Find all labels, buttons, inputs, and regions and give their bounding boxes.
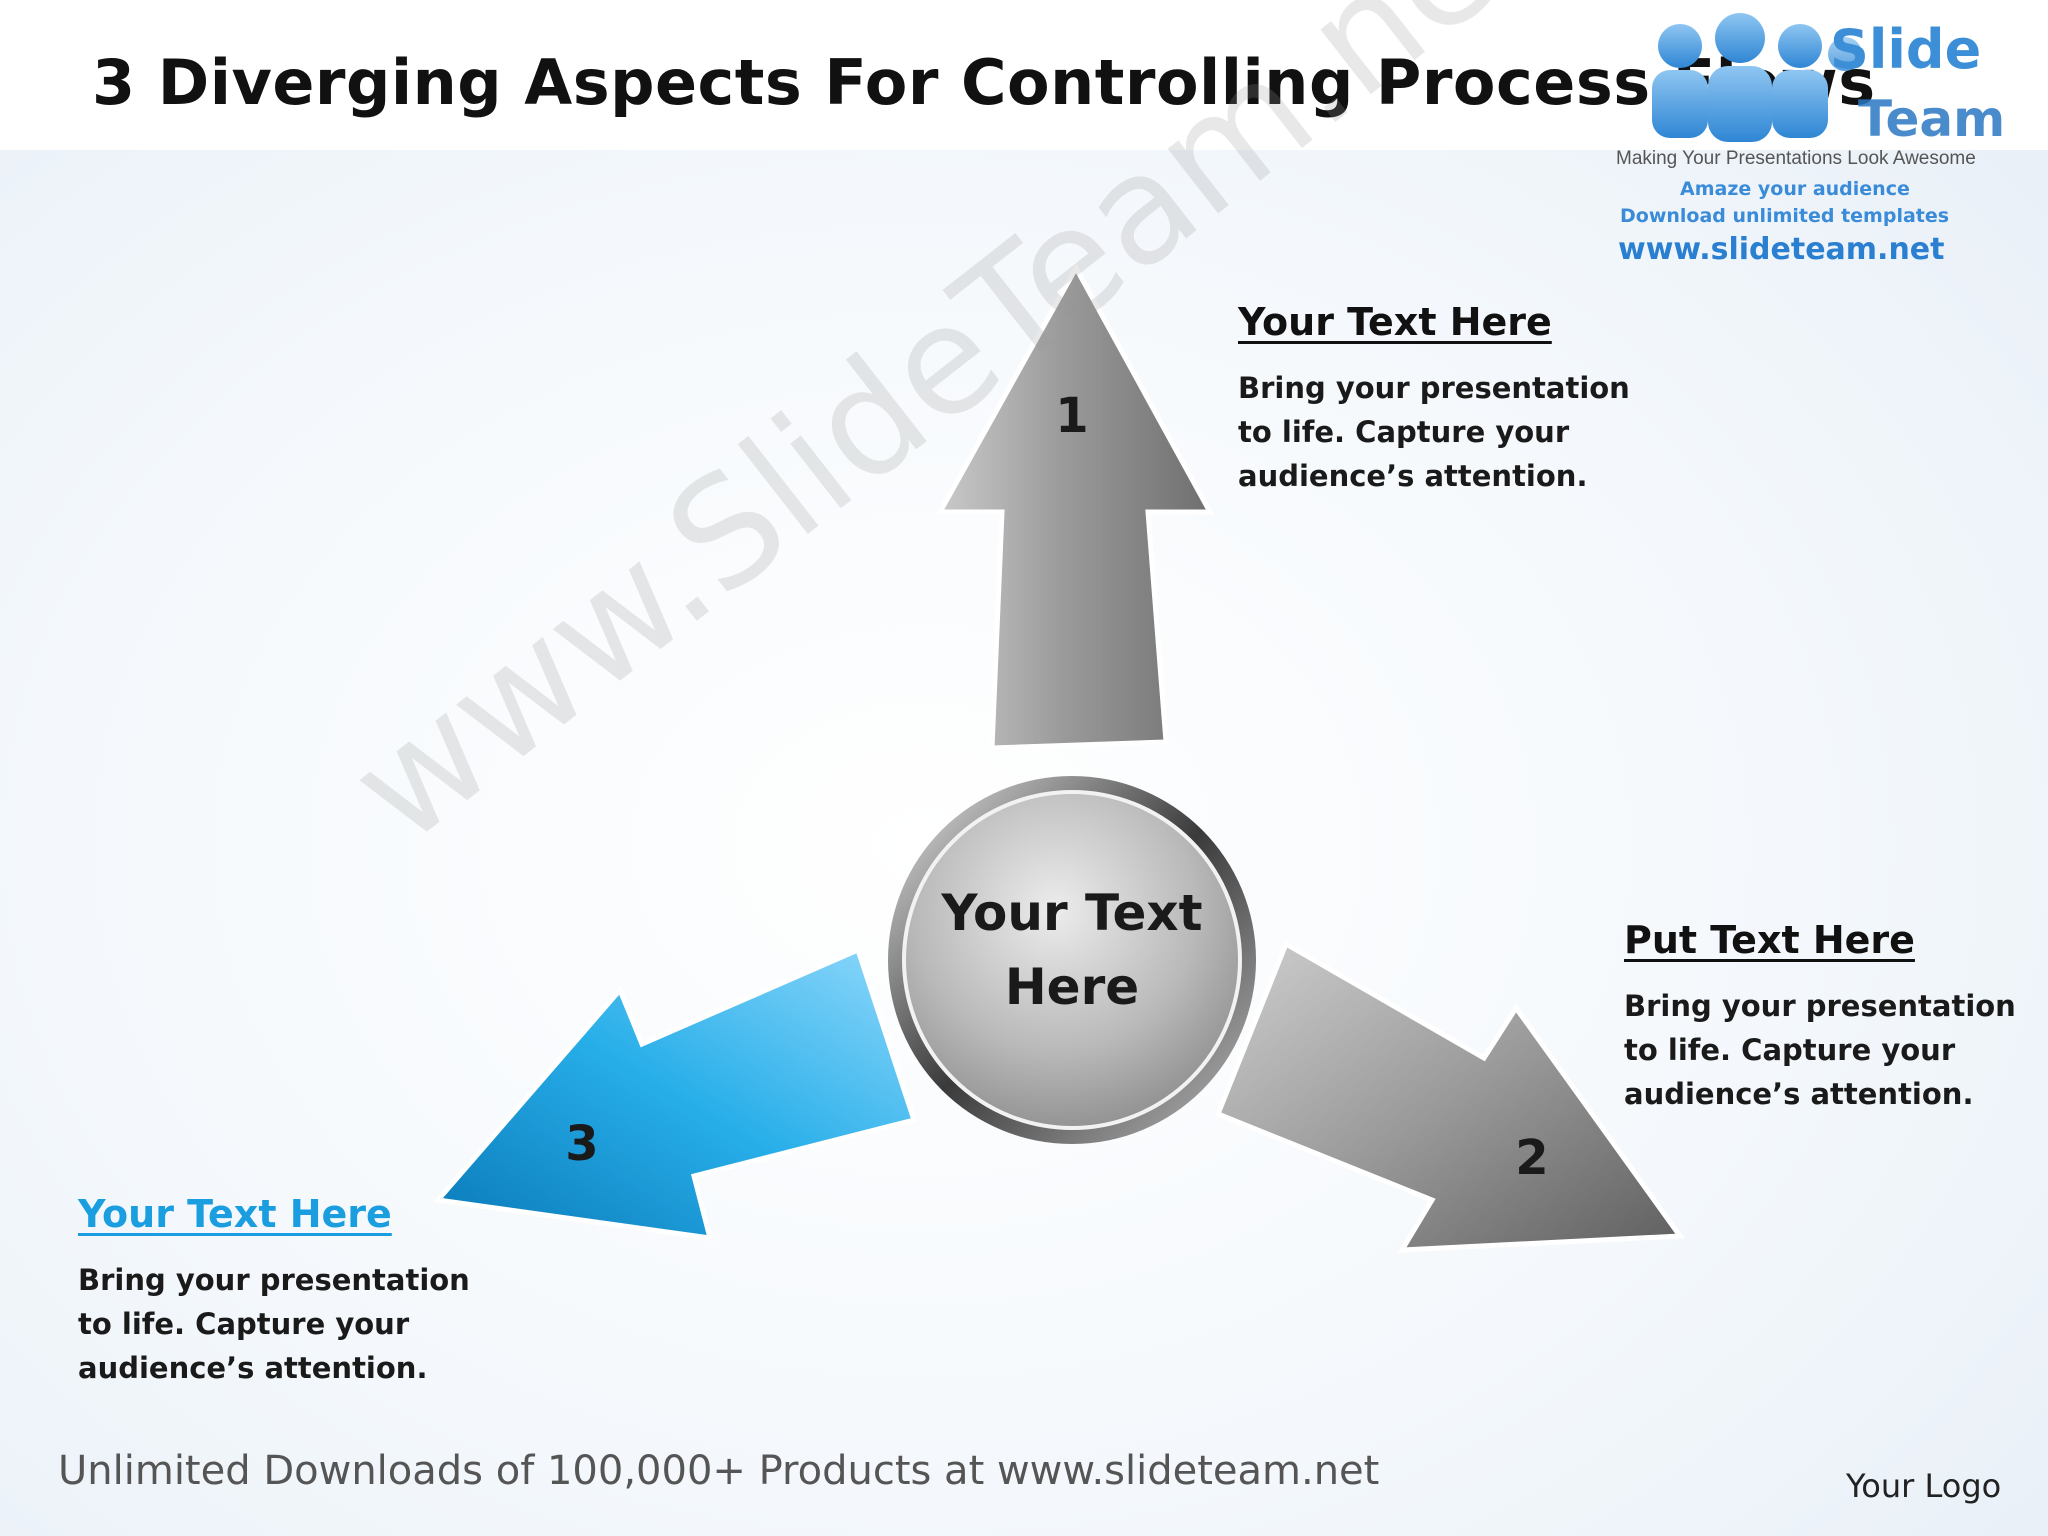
footer-text: Unlimited Downloads of 100,000+ Products… [58,1448,1380,1494]
center-text-line-1: Your Text [940,884,1202,942]
logo-tagline: Making Your Presentations Look Awesome [1616,148,1976,169]
text-block-3-body: Bring your presentation to life. Capture… [78,1263,470,1385]
center-circle [902,790,1242,1130]
arrow-3-number: 3 [565,1116,598,1172]
your-logo-placeholder: Your Logo [1846,1467,2002,1505]
arrow-2-number: 2 [1515,1130,1548,1186]
page-title: 3 Diverging Aspects For Controlling Proc… [92,46,1876,119]
text-block-1: Your Text Here Bring your presentation t… [1238,300,1658,498]
text-block-1-body: Bring your presentation to life. Capture… [1238,371,1630,493]
slideteam-logo: Slide Team Making Your Presentations Loo… [1600,8,2020,268]
logo-promo-download: Download unlimited templates [1620,205,1950,227]
arrow-2-down-right [1214,940,1685,1253]
text-block-3: Your Text Here Bring your presentation t… [78,1192,498,1390]
arrow-1-up [935,262,1215,751]
logo-promo-amaze: Amaze your audience [1680,178,1910,200]
text-block-2: Put Text Here Bring your presentation to… [1624,918,2044,1116]
logo-brand-slide: Slide [1830,18,1982,81]
logo-brand-team: Team [1858,90,2006,148]
text-block-2-body: Bring your presentation to life. Capture… [1624,989,2016,1111]
arrow-3-down-left [433,946,918,1241]
arrow-1-number: 1 [1055,388,1088,444]
text-block-1-heading: Your Text Here [1238,300,1552,344]
text-block-3-heading[interactable]: Your Text Here [78,1192,392,1236]
text-block-2-heading: Put Text Here [1624,918,1915,962]
people-logo-icon [1652,13,1862,142]
logo-url[interactable]: www.slideteam.net [1618,232,1945,267]
center-text-line-2: Here [1005,958,1139,1016]
